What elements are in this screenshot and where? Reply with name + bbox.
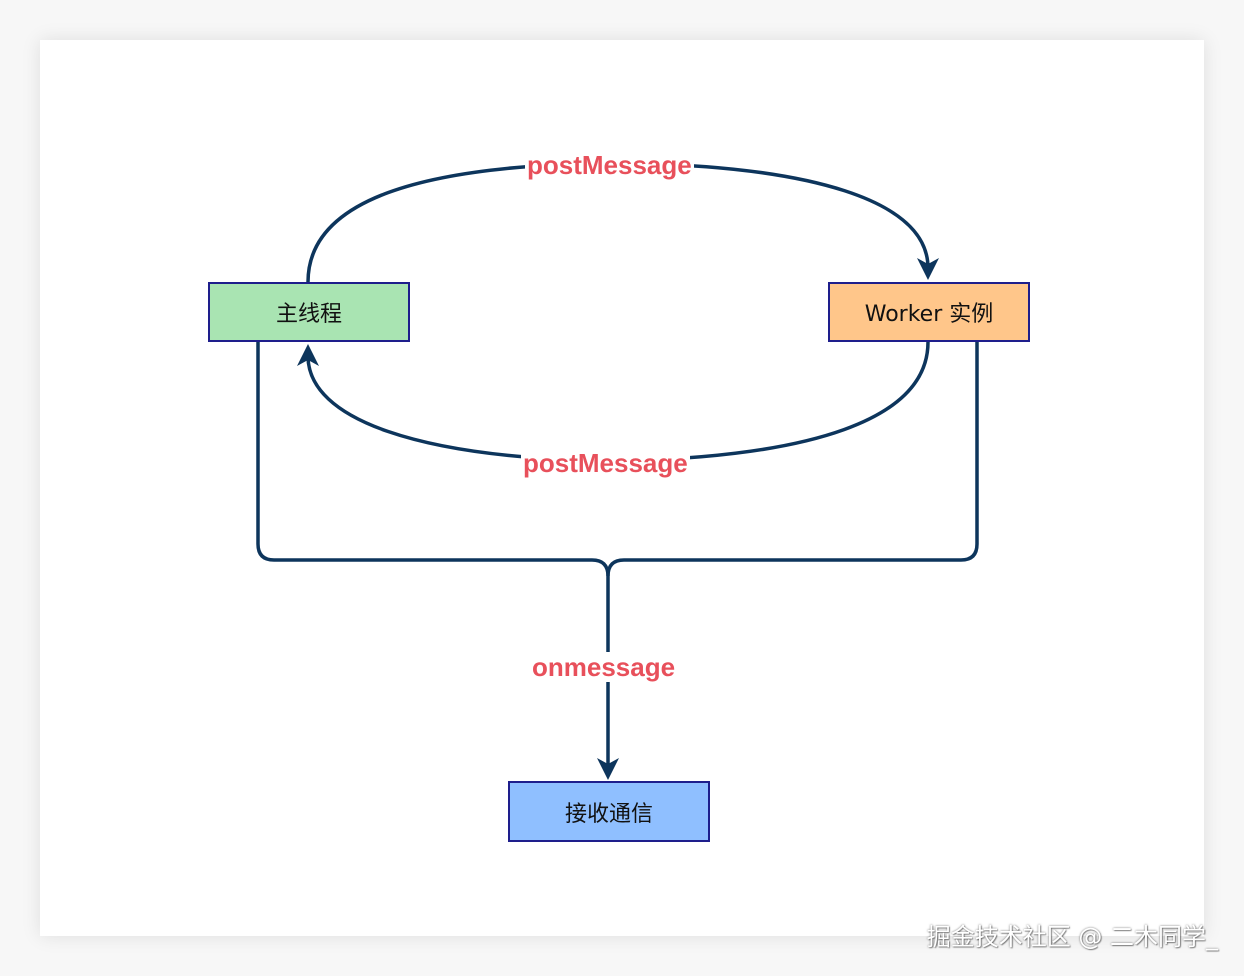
edge-worker-to-main — [306, 341, 930, 463]
worker-node: Worker 实例 — [828, 282, 1030, 342]
arrowhead-main-thread — [297, 344, 319, 366]
edge-main-to-worker — [306, 161, 930, 283]
edge-worker-to-bracket — [606, 342, 979, 577]
worker-label: Worker 实例 — [864, 302, 994, 327]
edge-label-top: postMessage — [525, 150, 694, 180]
arrowhead-worker — [917, 258, 939, 280]
watermark: 掘金技术社区 @ 二木同学_ — [926, 923, 1218, 951]
main-thread-label: 主线程 — [275, 302, 342, 327]
receive-label: 接收通信 — [564, 801, 653, 827]
receive-node: 接收通信 — [508, 781, 710, 842]
arrowhead-receive — [597, 758, 619, 780]
edge-label-bottom: postMessage — [521, 448, 690, 478]
edge-label-onmessage: onmessage — [530, 652, 678, 682]
edge-main-to-bracket — [256, 342, 610, 577]
main-thread-node: 主线程 — [208, 282, 410, 342]
